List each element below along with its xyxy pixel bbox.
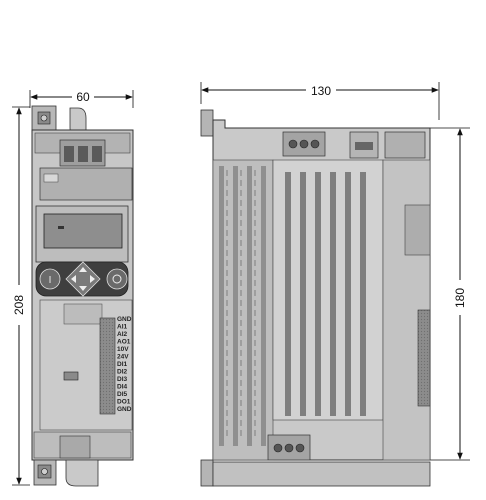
terminal-label: 10V — [117, 346, 129, 353]
front-height-label: 208 — [12, 295, 26, 315]
control-terminal-strip — [99, 317, 116, 415]
terminal-label: AI1 — [117, 324, 128, 331]
terminal-label: 24V — [117, 354, 129, 361]
terminal-label: AO1 — [117, 339, 131, 346]
terminal-label: DO1 — [117, 399, 131, 406]
terminal-label: GND — [117, 316, 132, 323]
terminal-label: GND — [117, 406, 132, 413]
front-height-dimension: 208 — [12, 106, 30, 486]
terminal-label: DI1 — [117, 361, 128, 368]
side-depth-dimension: 130 — [200, 82, 440, 120]
terminal-label: AI2 — [117, 331, 128, 338]
front-view: I GND AI1 AI2 AO1 10V 24V DI1 DI2 DI3 DI… — [31, 105, 134, 487]
display-screen — [43, 213, 123, 249]
side-depth-label: 130 — [311, 84, 331, 98]
terminal-label: DI2 — [117, 369, 128, 376]
side-terminal-strip — [417, 309, 431, 407]
terminal-labels: GND AI1 AI2 AO1 10V 24V DI1 DI2 DI3 DI4 … — [117, 316, 132, 413]
terminal-label: DI5 — [117, 391, 128, 398]
side-view — [200, 109, 431, 487]
side-height-label: 180 — [453, 288, 467, 308]
terminal-label: DI3 — [117, 376, 128, 383]
front-width-dimension: 60 — [29, 90, 134, 108]
side-height-dimension: 180 — [430, 127, 470, 461]
terminal-label: DI4 — [117, 384, 128, 391]
front-width-label: 60 — [76, 90, 90, 104]
svg-text:I: I — [49, 275, 52, 286]
